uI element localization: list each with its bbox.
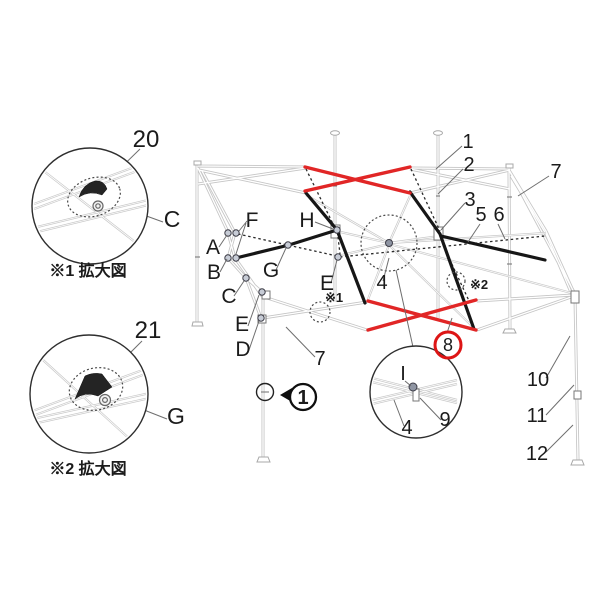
label-ref1: ※1: [325, 290, 343, 305]
caption-detail-2: ※2 拡大図: [49, 459, 126, 478]
highlight-circle-8: [433, 330, 463, 360]
label-part-12: 12: [526, 443, 548, 465]
label-joint-c: C: [221, 285, 236, 308]
caption-detail-1: ※1 拡大図: [49, 261, 126, 280]
label-part-6: 6: [493, 204, 504, 226]
pole-cap: [433, 130, 443, 136]
label-part-1: 1: [462, 131, 473, 153]
frame-hardware: [191, 130, 585, 466]
label-part-2: 2: [463, 154, 474, 176]
label-joint-h: H: [299, 209, 314, 232]
callouts: [255, 330, 463, 412]
label-part-3: 3: [464, 189, 475, 211]
label-ref-c: C: [164, 206, 181, 232]
part-21-wedge: [74, 373, 113, 400]
label-part-20: 20: [133, 126, 160, 153]
detail-view-1: [31, 147, 149, 265]
leg-top-cap: [505, 163, 514, 169]
label-part-5: 5: [475, 204, 486, 226]
label-part-4: 4: [376, 272, 387, 294]
bolt-i: [408, 382, 418, 392]
detail-view-3: [369, 345, 463, 439]
leg-joint-magnifier-circle: [255, 382, 275, 402]
label-joint-b: B: [207, 261, 221, 284]
ref1-dotted-circle: [309, 301, 331, 323]
frame-joints: [224, 226, 393, 322]
leg-foot: [502, 328, 517, 334]
label-part-7-top: 7: [550, 161, 561, 183]
ref2-dotted-circle: [446, 271, 466, 291]
reference-circles: [309, 214, 466, 323]
label-ref-g: G: [167, 403, 185, 429]
center-joint-dotted-circle: [360, 214, 418, 272]
label-joint-f: F: [246, 209, 259, 232]
leg-foot: [570, 459, 585, 466]
label-ref2: ※2: [470, 277, 488, 292]
label-part-7-bottom: 7: [314, 348, 325, 370]
leg-foot: [256, 456, 271, 463]
part-20-wedge: [78, 180, 108, 198]
corner-bracket: [570, 290, 580, 304]
callout-badge-number: 1: [297, 387, 308, 409]
pole-cap: [330, 130, 340, 136]
label-joint-i: I: [400, 363, 406, 385]
label-part-9: 9: [439, 409, 450, 431]
frame-tubes: [195, 134, 580, 462]
labels: 20 C ※1 拡大図 21 G ※2 拡大図 F H A B G C E D …: [49, 126, 561, 478]
label-part-10: 10: [527, 369, 549, 391]
leg-foot: [191, 321, 204, 327]
label-joint-a: A: [206, 236, 220, 259]
leg-top-cap: [193, 160, 202, 166]
detail-callout-badge: [288, 382, 318, 412]
label-joint-g: G: [263, 259, 279, 282]
label-part-21: 21: [135, 317, 162, 344]
label-joint-e-mid: E: [320, 272, 334, 295]
label-part-4-detail: 4: [401, 417, 412, 439]
label-part-11: 11: [527, 405, 548, 427]
red-cross-braces: [303, 165, 478, 332]
label-joint-d: D: [235, 338, 250, 361]
detail-view-2: [29, 334, 149, 454]
label-joint-e-left: E: [235, 313, 249, 336]
label-part-8: 8: [443, 335, 453, 355]
leg-sleeve: [573, 390, 582, 400]
